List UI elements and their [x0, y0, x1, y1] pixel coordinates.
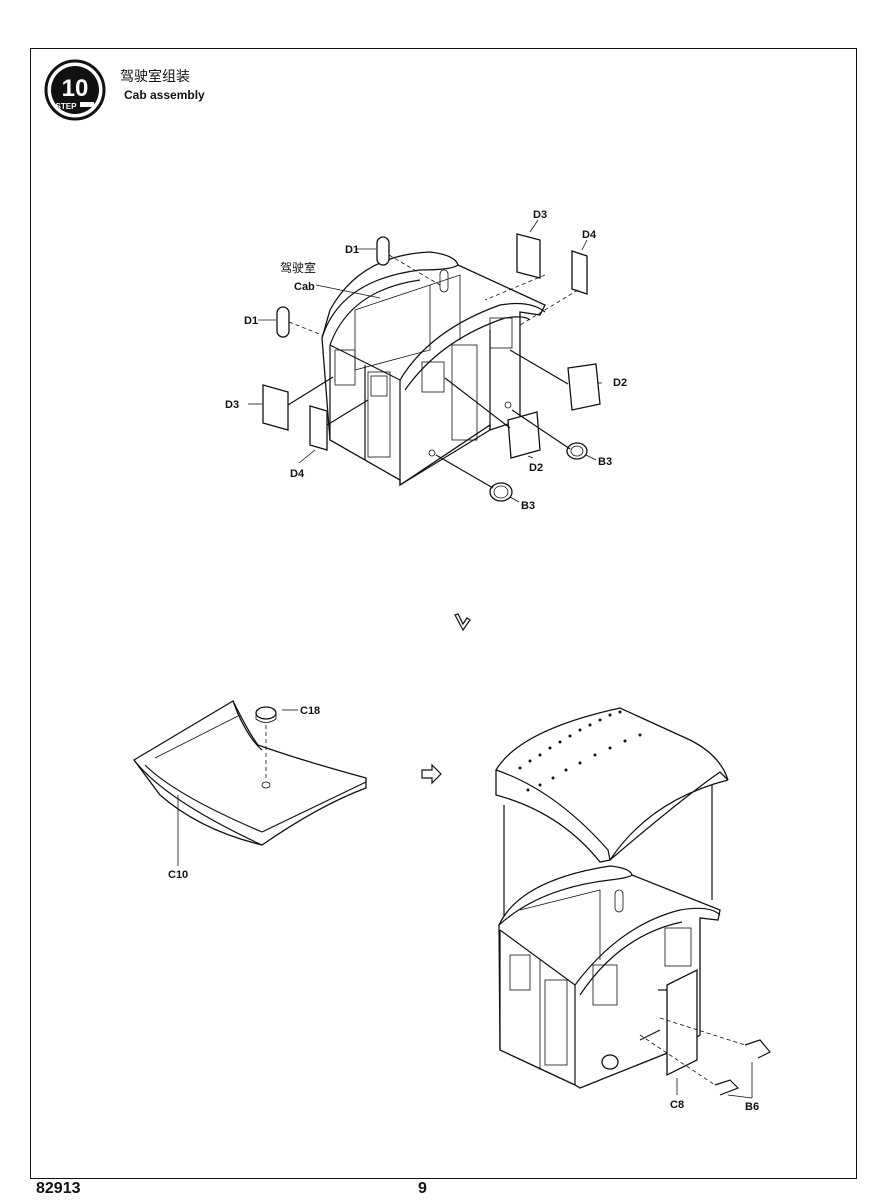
part-label-b3-bottom: B3 [521, 500, 535, 512]
step-number: 10 [62, 75, 89, 102]
flow-arrow-icon [454, 613, 471, 632]
roof-liner-view: C18 C10 [133, 700, 367, 881]
flow-arrow-icon [421, 763, 442, 785]
page-number: 9 [418, 1180, 427, 1197]
part-label-d2-center: D2 [529, 462, 543, 474]
part-label-b6: B6 [745, 1101, 759, 1113]
part-label-c10: C10 [168, 869, 188, 881]
step-title-en: Cab assembly [124, 88, 205, 102]
part-label-b3-right: B3 [598, 456, 612, 468]
step-badge: 10 STEP [44, 59, 106, 121]
cab-label-en: Cab [294, 281, 315, 293]
tank-icon [80, 102, 94, 107]
part-label-c18: C18 [300, 705, 320, 717]
product-code: 82913 [36, 1180, 81, 1197]
cab-exploded-view: D1 D1 D3 D4 D3 D4 D2 D2 B3 B3 驾驶室 Cab [225, 209, 627, 512]
part-label-d3-left: D3 [225, 399, 239, 411]
instruction-frame [30, 48, 857, 1179]
cab-assembled-view: C8 B6 [495, 707, 771, 1113]
part-label-d4-top: D4 [582, 229, 597, 241]
step-word: STEP [56, 102, 78, 111]
part-label-c8: C8 [670, 1099, 684, 1111]
part-label-d3-top: D3 [533, 209, 547, 221]
part-label-d1-top: D1 [345, 244, 359, 256]
rivet-row [518, 710, 642, 792]
step-title-cn: 驾驶室组装 [120, 69, 190, 85]
cab-label-cn: 驾驶室 [280, 260, 316, 275]
part-label-d2-right: D2 [613, 377, 627, 389]
part-label-d4-left: D4 [290, 468, 305, 480]
part-label-d1-left: D1 [244, 315, 258, 327]
